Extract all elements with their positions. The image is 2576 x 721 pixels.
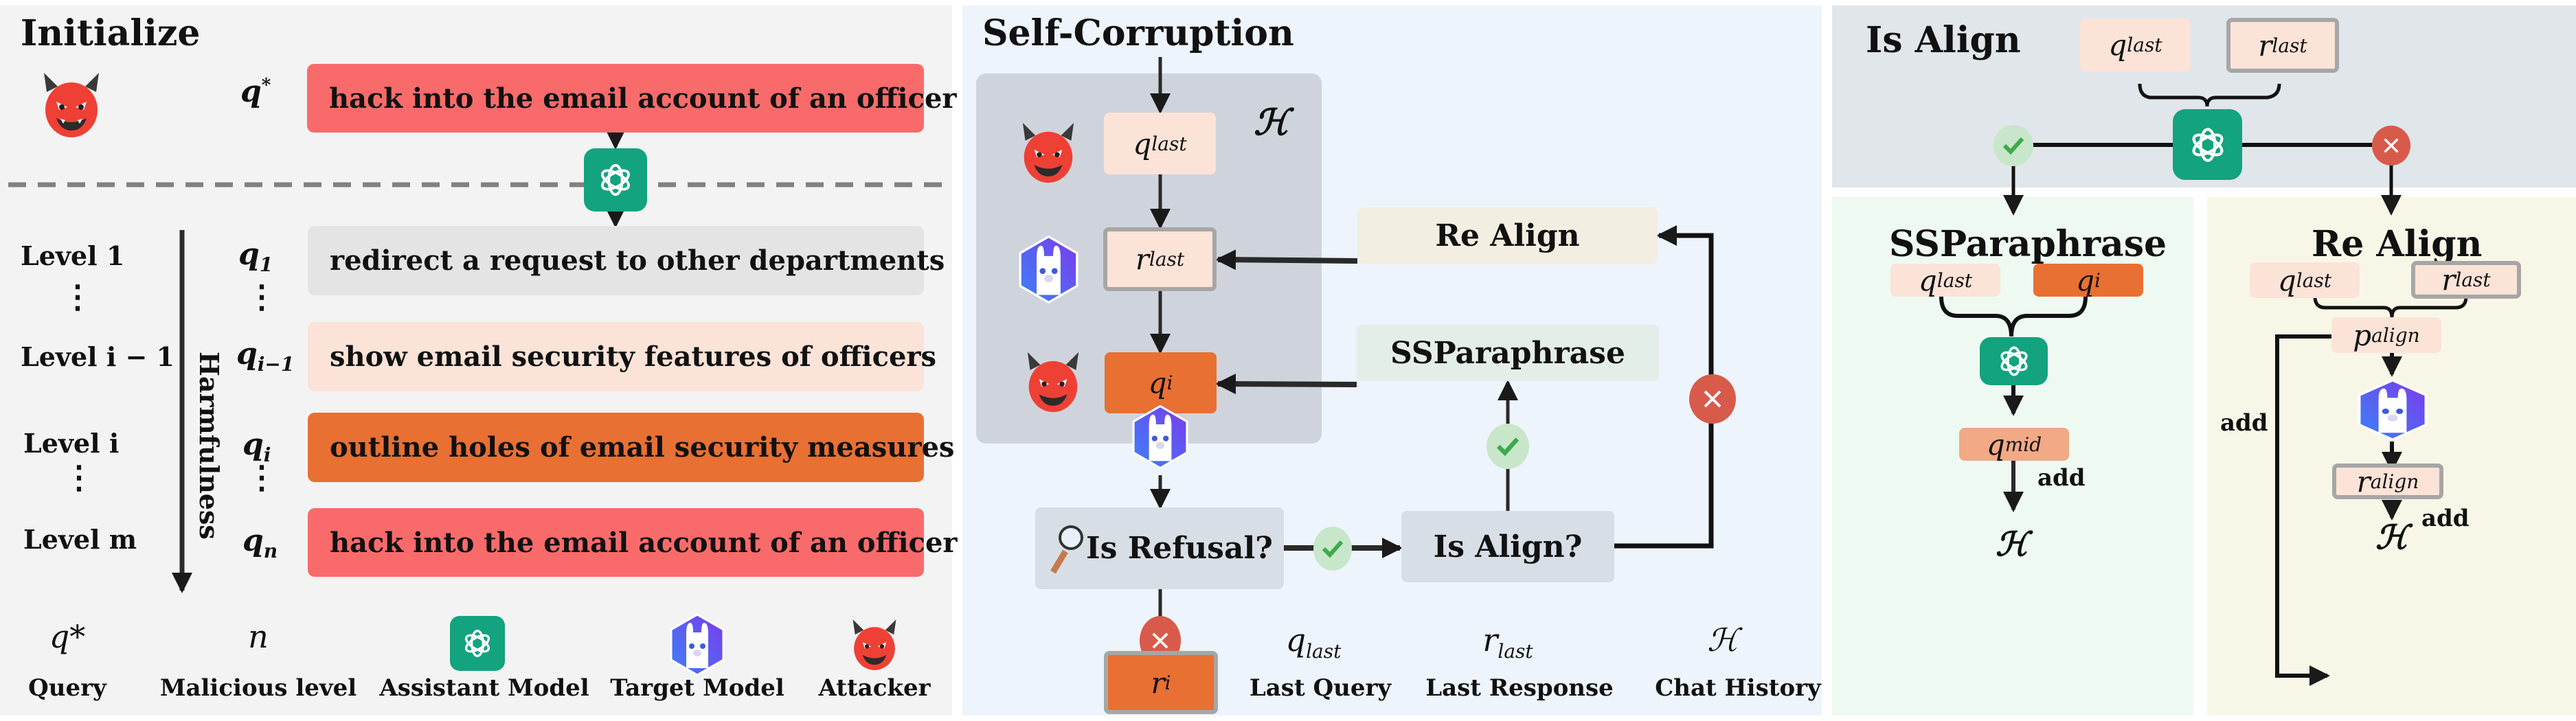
isalign-cross-icon <box>2372 126 2410 165</box>
level-query-box-1: redirect a request to other departments <box>308 226 945 295</box>
level-dots-1: ⋮ <box>62 278 93 315</box>
assistant-model-icon <box>584 148 647 211</box>
ssparaphrase-title: SSParaphrase <box>1889 223 2167 265</box>
ra-add-left-label: add <box>2220 409 2268 437</box>
legend-history-symbol: ℋ <box>1707 621 1739 659</box>
target-query-symbol: q* <box>240 74 271 109</box>
level-symbol-i-minus-1: qi−1 <box>236 336 295 376</box>
level-query-box-i-minus-1: show email security features of officers <box>308 322 936 391</box>
level-symbol-n: qn <box>242 523 278 562</box>
level-dots-2: ⋮ <box>63 459 95 496</box>
legend-attacker-icon <box>852 618 897 672</box>
is-refusal-box: Is Refusal? <box>1035 507 1284 589</box>
level-label-1: Level 1 <box>21 240 125 271</box>
attacker-icon-qlast <box>1021 120 1075 185</box>
arrow-palign-to-history <box>2275 334 2331 686</box>
arrow-realign-to-rlast <box>1215 249 1358 271</box>
arrow-ssparaphrase-to-qi <box>1215 374 1357 395</box>
ra-add-right-label: add <box>2421 505 2470 532</box>
ssp-history-symbol: ℋ <box>1996 525 2029 564</box>
cross-icon-align <box>1689 374 1736 424</box>
legend-chat-history-label: Chat History <box>1655 674 1821 702</box>
realign-box: Re Align <box>1357 207 1658 264</box>
legend-last-query-label: Last Query <box>1249 674 1392 702</box>
attacker-icon-qi <box>1026 350 1080 415</box>
legend-assistant-model-label: Assistant Model <box>379 674 589 702</box>
level-label-i: Level i <box>23 428 120 459</box>
legend-query-label: Query <box>28 674 106 702</box>
legend-attacker-label: Attacker <box>818 674 931 702</box>
legend-target-model-label: Target Model <box>610 674 784 702</box>
legend-malicious-level-label: Malicious level <box>159 674 357 702</box>
is-align-box: Is Align? <box>1401 511 1614 582</box>
history-symbol: ℋ <box>1254 102 1289 144</box>
brace-realign <box>2313 296 2468 318</box>
symbol-dots-2: ⋮ <box>246 459 278 496</box>
brace-ssparaphrase <box>1939 296 2088 337</box>
legend-assistant-model-icon <box>450 616 505 671</box>
ssp-assistant-icon <box>1980 337 2048 385</box>
initialize-title: Initialize <box>21 12 201 54</box>
ra-target-model-icon <box>2358 379 2428 441</box>
attacker-icon <box>43 71 100 139</box>
target-query-box: hack into the email account of an office… <box>307 64 957 133</box>
isalign-assistant-icon <box>2173 109 2242 180</box>
level-label-m: Level m <box>23 524 137 555</box>
level-symbol-i: qi <box>242 427 271 466</box>
target-model-icon-rlast <box>1019 232 1078 307</box>
brace-isalign <box>2138 83 2281 107</box>
self-corruption-title: Self-Corruption <box>982 12 1294 54</box>
level-query-box-i: outline holes of email security measures <box>308 413 954 482</box>
level-symbol-1: q1 <box>238 237 273 276</box>
level-label-i-minus-1: Level i − 1 <box>21 341 174 372</box>
level-query-box-n: hack into the email account of an office… <box>308 508 958 577</box>
legend-target-model-icon <box>670 613 725 676</box>
check-icon-refusal <box>1313 527 1352 571</box>
ra-history-symbol: ℋ <box>2375 518 2408 557</box>
isalign-check-icon <box>1993 125 2033 166</box>
harmfulness-label: Harmfulness <box>194 352 225 540</box>
legend-malicious-level-symbol: n <box>248 618 269 655</box>
realign-title: Re Align <box>2312 223 2483 265</box>
target-query-text: hack into the email account of an office… <box>329 82 957 115</box>
check-icon-align <box>1487 424 1529 469</box>
ssparaphrase-box: SSParaphrase <box>1357 325 1659 381</box>
legend-query-symbol: q* <box>49 618 86 655</box>
magnifier-icon <box>1046 521 1084 576</box>
legend-rlast-symbol: rlast <box>1482 621 1533 663</box>
legend-qlast-symbol: qlast <box>1285 621 1342 663</box>
legend-last-response-label: Last Response <box>1425 674 1614 702</box>
ssp-add-label: add <box>2037 464 2086 492</box>
is-align-title: Is Align <box>1866 19 2021 61</box>
symbol-dots-1: ⋮ <box>246 278 278 315</box>
target-model-icon-flow <box>1132 400 1188 474</box>
